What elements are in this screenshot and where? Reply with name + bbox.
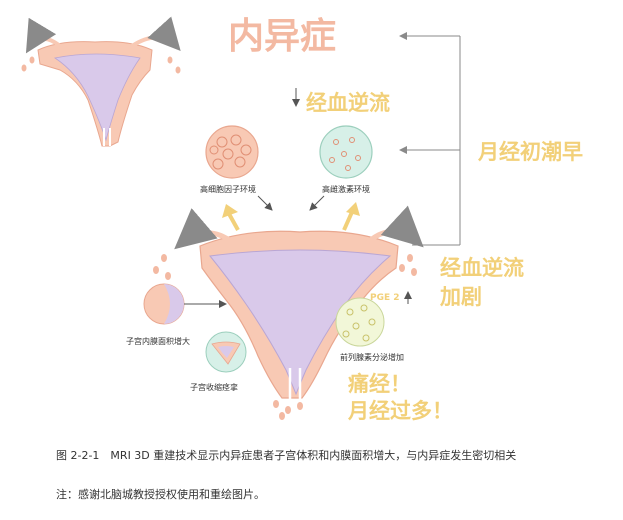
cytokine-circle [205, 125, 259, 179]
pge2-label: PGE 2 [370, 293, 400, 303]
diagram-title: 内异症 [228, 16, 336, 57]
contraction-label: 子宫收缩痉挛 [190, 382, 238, 392]
contraction-circle [205, 331, 247, 373]
early-menarche-label: 月经初潮早 [477, 140, 583, 164]
menorrhagia-label: 月经过多！ [347, 399, 453, 423]
estrogen-arrow [309, 195, 325, 211]
cytokine-label: 高细胞因子环境 [200, 184, 256, 194]
retro-flow-label: 经血逆流 [306, 91, 390, 115]
dysmenorrhea-label: 痛经！ [348, 372, 411, 396]
figure-caption: 图 2-2-1 MRI 3D 重建技术显示内异症患者子宫体积和内膜面积增大，与内… [56, 449, 517, 462]
yellow-up-arrows [222, 202, 360, 231]
estrogen-circle [319, 125, 373, 179]
figure-note: 注：感谢北脑城教授授权使用和重绘图片。 [56, 488, 265, 501]
estrogen-label: 高雌激素环境 [322, 184, 370, 194]
prostaglandin-label: 前列腺素分泌增加 [340, 352, 404, 362]
retro-flow-2-line1: 经血逆流 [440, 256, 524, 280]
retro-flow-2-line2: 加剧 [439, 285, 482, 309]
cytokine-arrow [257, 195, 273, 211]
big-uterus [153, 205, 424, 420]
prostaglandin-circle [335, 297, 385, 347]
endometrium-label: 子宫内膜面积增大 [126, 336, 190, 346]
bracket-lines [399, 32, 461, 246]
small-uterus [21, 16, 181, 147]
endometrium-circle [143, 283, 227, 325]
